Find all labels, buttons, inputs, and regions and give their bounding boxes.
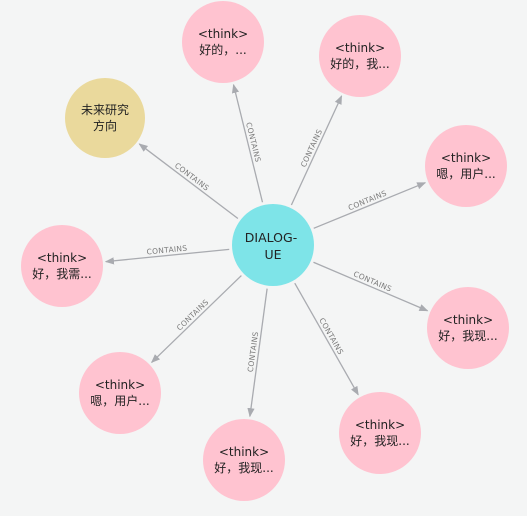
node-circle[interactable] (427, 287, 509, 369)
edge-label: CONTAINS (317, 316, 345, 356)
node-circle[interactable] (339, 392, 421, 474)
node-label: <think> 好，我需... (32, 251, 91, 281)
think-node-n5[interactable]: <think> 好，我需... (21, 225, 103, 307)
node-label-line: 好，我需... (32, 267, 91, 281)
center-label-line-2: UE (264, 247, 281, 262)
edge-line[interactable] (294, 282, 359, 396)
node-circle[interactable] (425, 125, 507, 207)
edge-line[interactable] (104, 248, 230, 265)
edge-n8[interactable]: CONTAINS (294, 282, 359, 396)
node-label-line: <think> (335, 41, 385, 55)
node-label-line: 未来研究 (81, 102, 129, 117)
node-label-line: 好的，我... (330, 56, 389, 71)
node-circle[interactable] (319, 15, 401, 97)
edge-label: CONTAINS (244, 121, 263, 163)
edge-line[interactable] (138, 143, 239, 219)
center-label-line-1: DIALOG- (245, 230, 297, 245)
node-label: 未来研究方向 (81, 102, 129, 133)
edge-label: CONTAINS (146, 244, 188, 257)
node-label-line: <think> (198, 27, 248, 41)
edge-n9[interactable]: CONTAINS (246, 288, 268, 418)
node-label-line: 好，我现... (214, 461, 273, 475)
node-label-line: 嗯，用户... (436, 166, 495, 181)
edge-line[interactable] (290, 95, 343, 206)
edge-line[interactable] (247, 288, 268, 418)
center-node-label: DIALOG- UE (245, 230, 301, 262)
center-node[interactable]: DIALOG- UE (232, 204, 314, 286)
node-label-line: <think> (219, 445, 269, 459)
node-label: <think> 好，我现... (438, 313, 497, 343)
edge-n5[interactable]: CONTAINS (104, 244, 230, 265)
think-node-n8[interactable]: <think> 好，我现... (339, 392, 421, 474)
edge-label: CONTAINS (173, 161, 211, 193)
edge-label: CONTAINS (175, 298, 211, 333)
node-label-line: 好，我现... (350, 434, 409, 448)
edge-n4[interactable]: CONTAINS (313, 182, 427, 229)
node-label-line: 好，我现... (438, 329, 497, 343)
node-circle[interactable] (21, 225, 103, 307)
think-node-n1[interactable]: <think>好的，... (182, 1, 264, 83)
node-label: <think>好的，我... (330, 41, 389, 71)
node-label-line: 方向 (93, 118, 117, 133)
edge-line[interactable] (231, 83, 264, 203)
edge-line[interactable] (313, 182, 427, 229)
node-label-line: <think> (95, 378, 145, 392)
edge-n6[interactable]: CONTAINS (313, 261, 429, 312)
center-node-circle[interactable] (232, 204, 314, 286)
think-node-n9[interactable]: <think> 好，我现... (203, 419, 285, 501)
node-label-line: <think> (355, 418, 405, 432)
node-label-line: 嗯，用户... (90, 393, 149, 408)
think-node-n2[interactable]: <think>好的，我... (319, 15, 401, 97)
node-label: <think>好的，... (198, 27, 248, 57)
think-node-n6[interactable]: <think> 好，我现... (427, 287, 509, 369)
edge-n2[interactable]: CONTAINS (290, 95, 343, 206)
nodes-layer: <think>好的，...<think>好的，我...未来研究方向<think>… (21, 1, 509, 501)
node-label: <think> 好，我现... (350, 418, 409, 448)
topic-node-n3[interactable]: 未来研究方向 (65, 78, 145, 158)
edge-line[interactable] (150, 275, 242, 364)
edge-n1[interactable]: CONTAINS (231, 83, 264, 203)
node-label: <think>嗯，用户... (90, 378, 149, 408)
node-circle[interactable] (203, 419, 285, 501)
node-circle[interactable] (79, 352, 161, 434)
think-node-n7[interactable]: <think>嗯，用户... (79, 352, 161, 434)
node-label: <think> 好，我现... (214, 445, 273, 475)
node-circle[interactable] (182, 1, 264, 83)
node-label-line: <think> (443, 313, 493, 327)
node-label: <think>嗯，用户... (436, 151, 495, 181)
edge-line[interactable] (313, 261, 429, 312)
node-label-line: <think> (37, 251, 87, 265)
edge-n7[interactable]: CONTAINS (150, 275, 242, 364)
node-circle[interactable] (65, 78, 145, 158)
node-label-line: 好的，... (199, 42, 246, 57)
node-label-line: <think> (441, 151, 491, 165)
think-node-n4[interactable]: <think>嗯，用户... (425, 125, 507, 207)
edge-n3[interactable]: CONTAINS (138, 143, 239, 219)
